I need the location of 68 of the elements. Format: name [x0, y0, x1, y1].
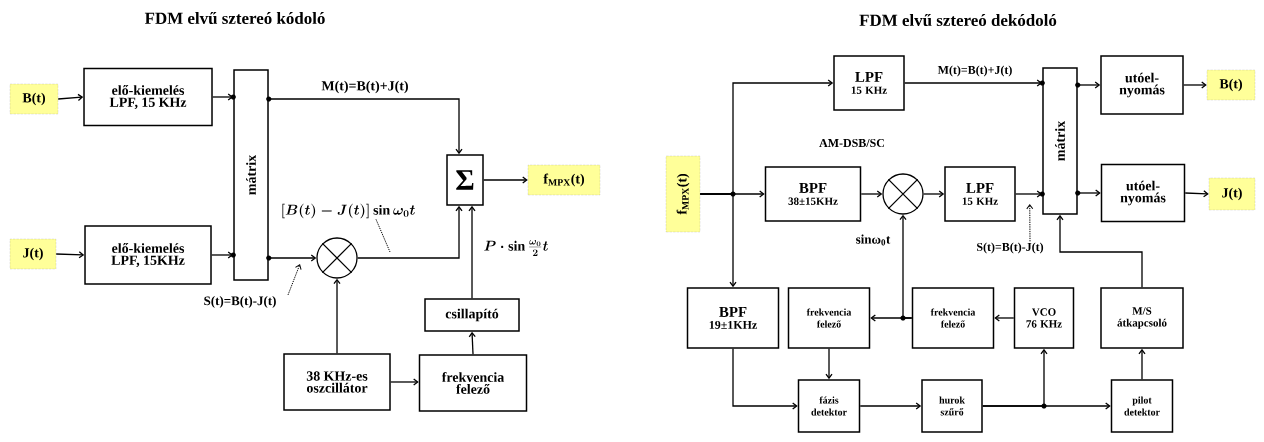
- arrow: [468, 205, 476, 299]
- edge-label: M(t)=B(t)+J(t): [936, 64, 1014, 78]
- oscillator-box: 38 KHz-es oszcillátor: [283, 353, 391, 411]
- input-label: J(t): [9, 238, 57, 270]
- arrow: [982, 348, 1048, 407]
- arrow: [268, 98, 463, 155]
- arrow: [870, 314, 913, 322]
- detector-box: pilot detektor: [1110, 379, 1174, 433]
- arrow: [994, 314, 1015, 322]
- leader-line: [1026, 204, 1034, 242]
- arrow: [859, 402, 922, 410]
- matrix-box: mátrix: [1039, 67, 1081, 215]
- sum-box: Σ: [446, 154, 484, 206]
- leader-line: [287, 264, 302, 296]
- arrow: [57, 93, 84, 102]
- filter-box: elő-kiemelés LPF, 15 KHz: [83, 67, 213, 127]
- arrow: [1183, 81, 1207, 89]
- filter-box: BPF 19±1KHz: [686, 287, 780, 349]
- formula-text: $\left[B(t)-J(t)\right]\sin\omega_0 t$: [282, 203, 415, 219]
- leader-line: [375, 218, 391, 253]
- arrow: [1077, 81, 1101, 89]
- attenuator-box: csillapító: [424, 298, 520, 332]
- filter-box: elő-kiemelés LPF, 15KHz: [84, 225, 212, 285]
- arrow: [825, 348, 833, 380]
- output-label: f$_{MPX}$(t): [527, 164, 601, 196]
- arrow: [333, 278, 341, 354]
- de-emphasis-box: utóel- nyomás: [1100, 163, 1186, 223]
- vco-box: VCO 76 KHz: [1013, 287, 1075, 349]
- arrow: [923, 190, 945, 198]
- arrow: [860, 190, 883, 198]
- signal-label: S(t)=B(t)-J(t): [977, 242, 1044, 254]
- edge-label: M(t)=B(t)+J(t): [320, 79, 410, 95]
- signal-label: S(t)=B(t)-J(t): [204, 296, 276, 308]
- modulation-label: AM-DSB/SC: [819, 138, 884, 147]
- arrow: [1015, 190, 1043, 198]
- section-heading: FDM elvű sztereó kódoló: [144, 11, 325, 25]
- arrow: [468, 331, 476, 355]
- multiplier-circle: [316, 237, 358, 279]
- arrow: [1056, 214, 1143, 288]
- arrow: [357, 205, 463, 259]
- output-label: J(t): [1208, 177, 1256, 211]
- arrow: [268, 254, 317, 262]
- section-heading: FDM elvű sztereó dekódoló: [859, 13, 1057, 27]
- filter-box: LPF 15 KHz: [833, 55, 905, 111]
- filter-box: BPF 38±15KHz: [764, 166, 862, 222]
- arrow: [1138, 348, 1146, 380]
- input-label: B(t): [9, 83, 59, 115]
- matrix-box: mátrix: [230, 69, 272, 281]
- arrow: [904, 79, 1043, 87]
- arrow: [1077, 189, 1101, 197]
- arrow: [699, 193, 737, 288]
- arrow: [483, 176, 528, 184]
- arrow: [211, 251, 234, 259]
- filter-box: hurok szűrő: [921, 379, 983, 433]
- output-label: B(t): [1206, 69, 1256, 101]
- filter-box: LPF 15 KHz: [944, 166, 1016, 222]
- arrow: [1184, 190, 1209, 198]
- switch-box: M/S átkapcsoló: [1100, 287, 1184, 349]
- arrow: [732, 348, 798, 410]
- detector-box: fázis detektor: [797, 379, 861, 433]
- edge-label: sinω$_{0}$t: [854, 233, 892, 247]
- arrow: [55, 251, 85, 259]
- edge-label: $P\cdot\sin\frac{\omega_0}{2}t$: [482, 239, 550, 257]
- de-emphasis-box: utóel- nyomás: [1100, 55, 1184, 115]
- input-label: f$_{MPX}$(t): [665, 155, 701, 233]
- multiplier-circle: [882, 173, 924, 215]
- arrow: [390, 378, 419, 386]
- arrow: [212, 93, 234, 101]
